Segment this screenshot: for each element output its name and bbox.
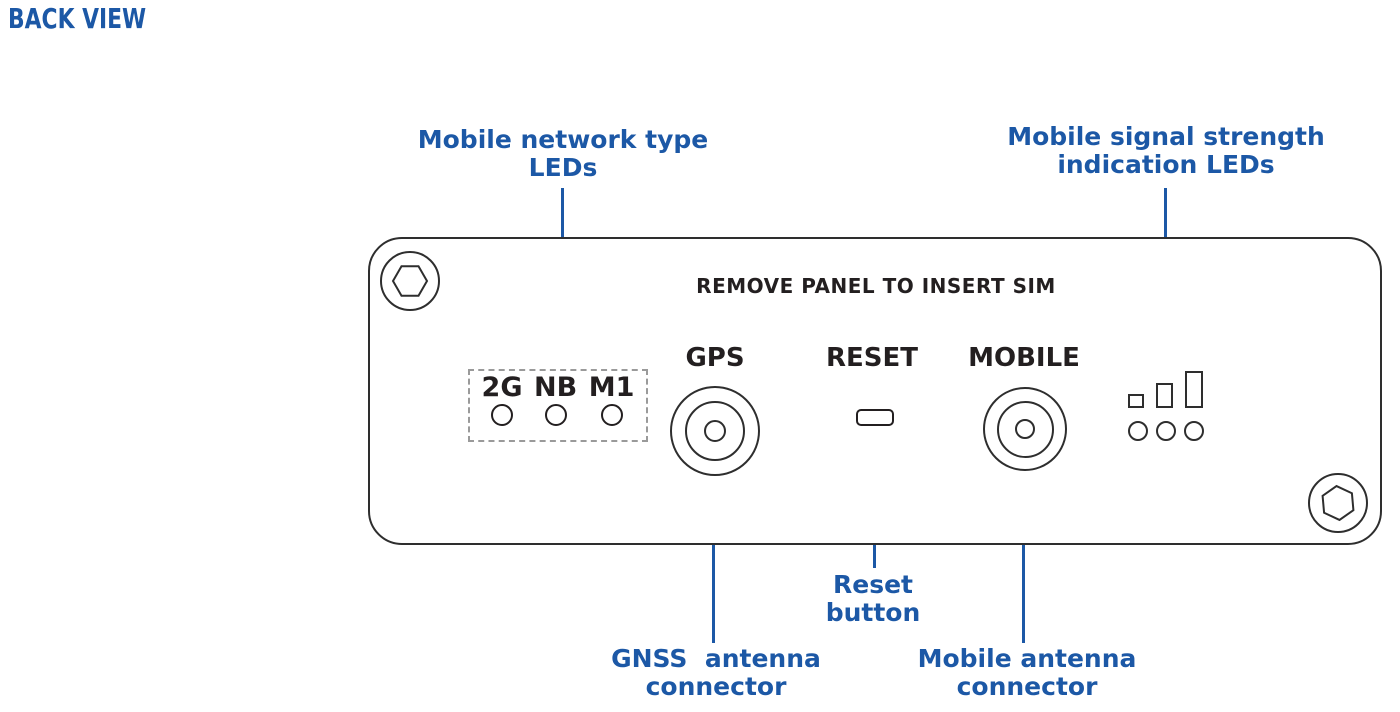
reset-button [856, 409, 894, 426]
led-2g-indicator [491, 404, 514, 426]
callout-reset-line2: button [825, 598, 921, 627]
sim-notice-text: REMOVE PANEL TO INSERT SIM [696, 274, 1056, 298]
screw-top-left [380, 251, 440, 311]
leader-line-gnss-connector [712, 473, 715, 643]
mobile-port-label: MOBILE [968, 343, 1080, 373]
callout-mobile-antenna-line1: Mobile antenna [917, 644, 1137, 673]
callout-mobile-antenna-connector: Mobile antenna connector [918, 645, 1137, 701]
leader-line-mobile-connector [1022, 473, 1025, 643]
reset-port-label: RESET [825, 343, 919, 373]
callout-mobile-antenna-line2: connector [956, 672, 1098, 701]
signal-bar-medium [1156, 383, 1173, 408]
callout-gnss-line1: GNSS antenna [611, 644, 821, 673]
gps-connector-pin [704, 420, 726, 442]
led-nb-label: NB [534, 372, 578, 403]
hex-bolt-icon [391, 265, 429, 297]
signal-led-2 [1156, 421, 1176, 441]
mobile-connector-ring [996, 400, 1054, 458]
screw-bottom-right [1308, 473, 1368, 533]
callout-network-type-line2: LEDs [528, 153, 598, 182]
callout-gnss-connector: GNSS antenna connector [611, 645, 821, 701]
led-2g-label: 2G [481, 372, 523, 403]
gps-connector-ring [685, 401, 745, 461]
led-nb: NB [534, 373, 577, 426]
hex-bolt-icon [1321, 484, 1355, 522]
signal-led-3 [1184, 421, 1204, 441]
signal-bar-small [1128, 394, 1144, 408]
led-m1-indicator [600, 404, 623, 426]
led-m1-label: M1 [588, 372, 635, 403]
callout-network-type-line1: Mobile network type [417, 125, 709, 154]
callout-signal-strength-line1: Mobile signal strength [1007, 122, 1325, 151]
mobile-antenna-connector [983, 387, 1067, 471]
signal-bar-large [1185, 371, 1203, 408]
callout-reset-line1: Reset [832, 570, 913, 599]
led-nb-indicator [544, 404, 567, 426]
callout-reset-button: Reset button [826, 571, 921, 627]
callout-network-type-leds: Mobile network type LEDs [418, 126, 708, 182]
page-title: BACK VIEW [8, 2, 147, 35]
callout-signal-strength-leds: Mobile signal strength indication LEDs [1007, 123, 1325, 179]
callout-signal-strength-line2: indication LEDs [1057, 150, 1275, 179]
device-back-panel [368, 237, 1382, 545]
led-m1: M1 [588, 372, 635, 426]
mobile-connector-pin [1015, 419, 1035, 439]
callout-gnss-line2: connector [645, 672, 787, 701]
signal-led-1 [1128, 421, 1148, 441]
led-2g: 2G [482, 373, 523, 426]
gps-antenna-connector [670, 386, 760, 476]
network-type-led-box: 2G NB M1 [468, 369, 648, 442]
gps-port-label: GPS [685, 343, 745, 373]
